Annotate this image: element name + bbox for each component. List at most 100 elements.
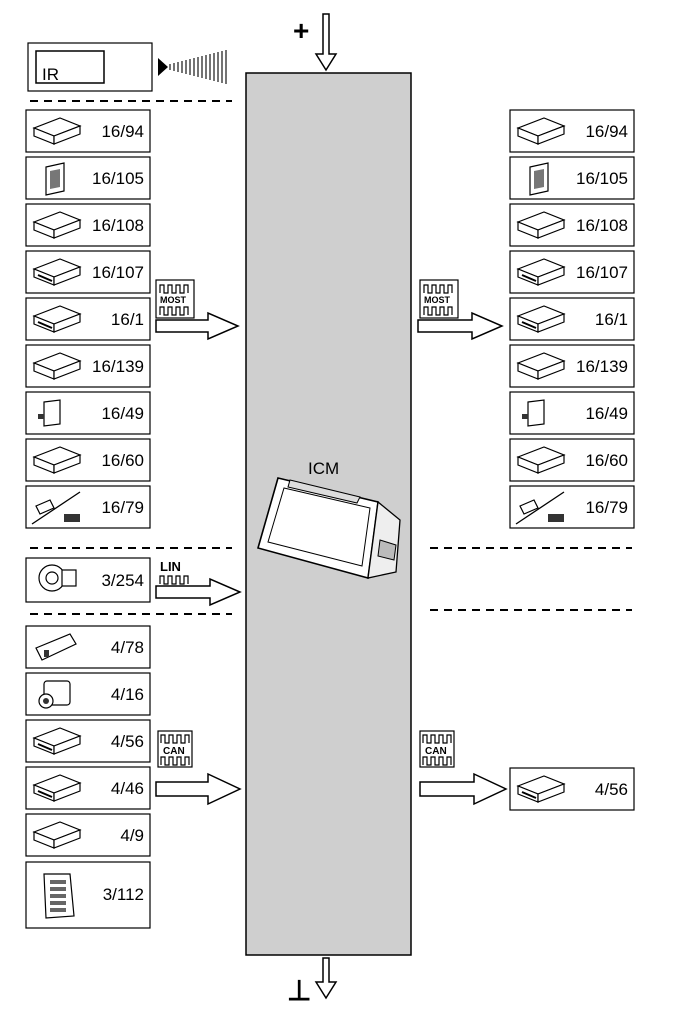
module-label: 16/1 [595, 310, 628, 329]
svg-text:ICM: ICM [308, 459, 339, 478]
antenna-module-icon [515, 491, 565, 525]
most-bus-icon-left: MOST [155, 279, 195, 319]
fuse-box-icon [43, 873, 75, 919]
radio-unit-icon [516, 258, 566, 286]
module-box: 16/107 [25, 250, 151, 294]
module-label: 16/105 [92, 169, 144, 188]
module-label: 16/108 [92, 216, 144, 235]
ir-box: IR [27, 42, 153, 92]
most-arrow-left [155, 311, 240, 341]
svg-text:+: + [293, 15, 309, 46]
svg-text:IR: IR [42, 65, 59, 84]
bracket-module-icon [32, 352, 82, 380]
lin-bus-icon: LIN [159, 559, 189, 585]
lin-arrow [155, 577, 242, 607]
module-box: 16/108 [25, 203, 151, 247]
module-box: 16/107 [509, 250, 635, 294]
module-label: 3/112 [103, 885, 144, 904]
most-bus-icon-right: MOST [419, 279, 459, 319]
bracket-module-icon [516, 352, 566, 380]
module-box: 16/105 [509, 156, 635, 200]
module-label: 16/108 [576, 216, 628, 235]
left-lin-modules: 3/254 [25, 557, 151, 603]
switch-module-icon [35, 633, 77, 661]
module-label: 16/107 [576, 263, 628, 282]
left-most-modules: 16/94 16/105 16/108 16/107 16/1 16/139 16/49 16… [25, 109, 151, 529]
module-label: 16/49 [585, 404, 628, 423]
upright-module-icon [45, 162, 65, 196]
module-box: 4/46 [25, 766, 151, 810]
right-can-modules: 4/56 [509, 767, 635, 811]
camera-module-icon [516, 446, 566, 474]
module-label: 4/46 [111, 779, 144, 798]
module-box: 16/94 [509, 109, 635, 153]
module-label: 16/139 [92, 357, 144, 376]
module-label: 16/60 [101, 451, 144, 470]
svg-text:MOST: MOST [424, 295, 451, 305]
module-label: 16/139 [576, 357, 628, 376]
svg-text:LIN: LIN [160, 559, 181, 574]
can-arrow-left [155, 772, 242, 806]
control-panel-icon [32, 727, 82, 755]
module-label: 16/60 [585, 451, 628, 470]
module-box: 4/78 [25, 625, 151, 669]
flat-module-icon [32, 117, 82, 145]
module-box: 3/112 [25, 861, 151, 929]
most-arrow-right [417, 311, 504, 341]
power-ground: ⊥ [287, 957, 338, 1006]
right-most-modules: 16/94 16/105 16/108 16/107 16/1 16/139 16/49 16… [509, 109, 635, 529]
module-box: 16/49 [509, 391, 635, 435]
module-label: 16/107 [92, 263, 144, 282]
module-box: 4/16 [25, 672, 151, 716]
module-label: 16/79 [101, 498, 144, 517]
icm-module: ICM [257, 459, 401, 580]
module-label: 16/1 [111, 310, 144, 329]
drive-box-icon [32, 211, 82, 239]
housing-icon [32, 821, 82, 849]
module-label: 4/78 [111, 638, 144, 657]
flat-module-icon [516, 117, 566, 145]
head-unit-icon [516, 305, 566, 333]
svg-text:CAN: CAN [163, 746, 185, 757]
control-panel-icon [516, 775, 566, 803]
module-box: 16/49 [25, 391, 151, 435]
module-label: 4/56 [595, 780, 628, 799]
small-box-icon [522, 399, 545, 427]
head-unit-icon [32, 305, 82, 333]
module-label: 16/49 [101, 404, 144, 423]
module-box: 16/1 [509, 297, 635, 341]
can-bus-icon-left: CAN [157, 730, 193, 768]
control-unit-icon [32, 774, 82, 802]
module-label: 16/105 [576, 169, 628, 188]
module-box: 16/139 [509, 344, 635, 388]
upright-module-icon [529, 162, 549, 196]
svg-text:CAN: CAN [425, 746, 447, 757]
module-label: 4/9 [120, 826, 144, 845]
module-box: 16/139 [25, 344, 151, 388]
module-label: 3/254 [101, 571, 144, 590]
can-arrow-right [419, 772, 508, 806]
module-box: 4/56 [509, 767, 635, 811]
module-box: 4/9 [25, 813, 151, 857]
small-box-icon [38, 399, 61, 427]
module-box: 16/1 [25, 297, 151, 341]
ground-out-arrow [314, 957, 338, 1000]
module-box: 16/105 [25, 156, 151, 200]
power-in-arrow [314, 13, 338, 72]
svg-text:MOST: MOST [160, 295, 187, 305]
module-box: 16/79 [509, 485, 635, 529]
module-box: 16/60 [509, 438, 635, 482]
module-label: 16/94 [585, 122, 628, 141]
separators [30, 100, 632, 615]
power-plus: + [293, 13, 338, 72]
actuator-icon [38, 680, 71, 709]
drive-box-icon [516, 211, 566, 239]
module-box: 16/79 [25, 485, 151, 529]
radio-unit-icon [32, 258, 82, 286]
module-label: 16/94 [101, 122, 144, 141]
module-box: 3/254 [25, 557, 151, 603]
module-box: 16/94 [25, 109, 151, 153]
can-bus-icon-right: CAN [419, 730, 455, 768]
camera-module-icon [32, 446, 82, 474]
